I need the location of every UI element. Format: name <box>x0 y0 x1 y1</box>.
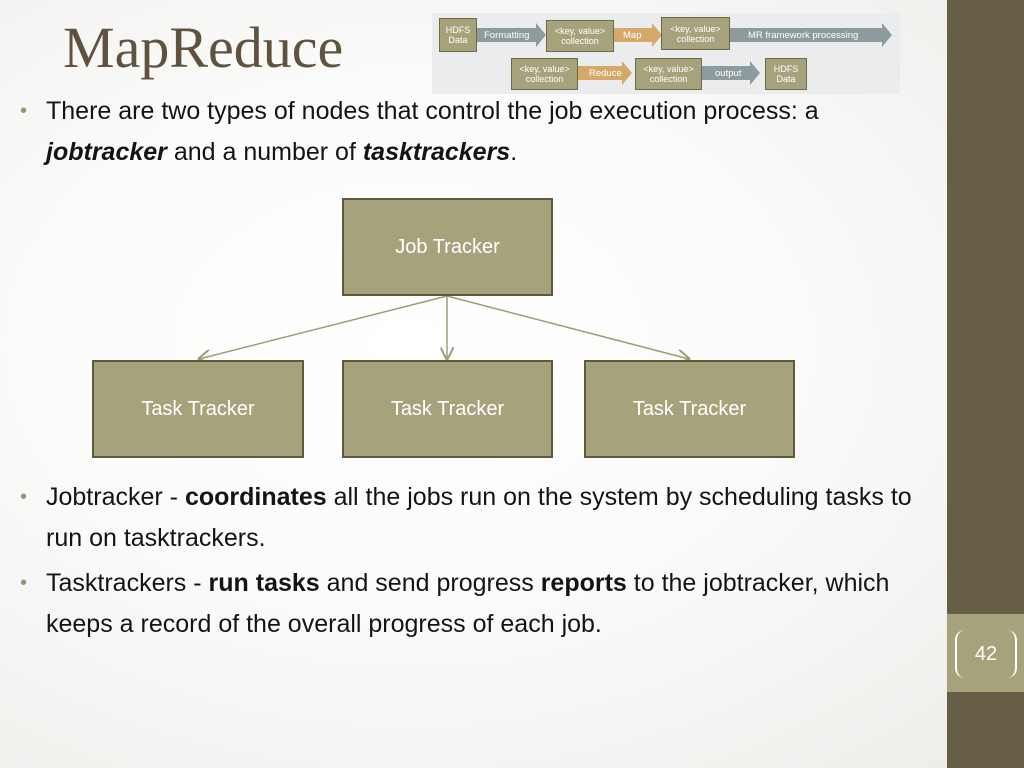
intro-bullet-list: • There are two types of nodes that contr… <box>20 91 900 177</box>
b3-post: to the jobtracker, which keeps a record … <box>46 569 890 638</box>
task-tracker-label-1: Task Tracker <box>141 397 255 420</box>
task-tracker-box-2: Task Tracker <box>342 360 553 458</box>
hdfs-input-label: HDFS Data <box>445 25 471 45</box>
intro-bullet: • There are two types of nodes that contr… <box>20 91 900 173</box>
page-number: 42 <box>955 630 1017 678</box>
hdfs-input-box: HDFS Data <box>439 18 477 52</box>
bullet-dot-icon: • <box>20 486 28 508</box>
b2-bold: coordinates <box>184 483 327 511</box>
task-tracker-label-3: Task Tracker <box>632 397 747 420</box>
slide-title: MapReduce <box>63 15 344 80</box>
b2-pre: Jobtracker - <box>46 483 185 511</box>
tasktrackers-bullet: • Tasktrackers - run tasks and send progr… <box>20 563 925 645</box>
intro-text-2: and a number of <box>166 138 363 166</box>
flow-arrows <box>477 23 892 85</box>
kv-collection-box-2: <key, value> collection <box>661 17 730 50</box>
kv-collection-label-4: <key, value> collection <box>643 64 694 84</box>
output-label: output <box>715 68 742 79</box>
formatting-label: Formatting <box>484 30 530 41</box>
job-tracker-box: Job Tracker <box>342 198 553 296</box>
reduce-arrow <box>578 61 632 85</box>
detail-bullet-list: • Jobtracker - coordinates all the jobs r… <box>20 477 925 649</box>
kv-collection-label-3: <key, value> collection <box>519 64 570 84</box>
mr-processing-label: MR framework processing <box>748 30 859 41</box>
task-tracker-box-1: Task Tracker <box>92 360 304 458</box>
kv-collection-box-3: <key, value> collection <box>511 58 578 90</box>
connector-left <box>199 295 448 359</box>
formatting-arrow <box>477 23 546 47</box>
kv-collection-label-2: <key, value> collection <box>670 23 721 44</box>
b3-bold-2: reports <box>540 569 627 597</box>
kv-collection-label-1: <key, value> collection <box>554 26 606 46</box>
b3-mid: and send progress <box>319 569 541 597</box>
task-tracker-box-3: Task Tracker <box>584 360 795 458</box>
output-arrow <box>702 61 760 85</box>
b3-bold-1: run tasks <box>208 569 320 597</box>
intro-jobtracker: jobtracker <box>46 138 167 166</box>
hdfs-output-label: HDFS Data <box>773 64 799 84</box>
mr-processing-arrow <box>730 23 892 47</box>
hdfs-output-box: HDFS Data <box>765 58 807 90</box>
job-tracker-label: Job Tracker <box>395 235 500 258</box>
intro-tasktrackers: tasktrackers <box>362 138 511 166</box>
bullet-dot-icon: • <box>20 100 28 122</box>
task-tracker-label-2: Task Tracker <box>390 397 505 420</box>
intro-text-3: . <box>510 138 518 166</box>
b3-pre: Tasktrackers - <box>46 569 209 597</box>
page-number-box <box>947 614 1024 692</box>
intro-text-1: There are two types of nodes that contro… <box>46 97 819 125</box>
bullet-dot-icon: • <box>20 572 28 594</box>
map-arrow <box>614 23 662 47</box>
connector-right <box>446 295 689 359</box>
jobtracker-bullet: • Jobtracker - coordinates all the jobs r… <box>20 477 925 559</box>
kv-collection-box-1: <key, value> collection <box>546 20 614 52</box>
kv-collection-box-4: <key, value> collection <box>635 58 702 90</box>
reduce-label: Reduce <box>589 68 622 79</box>
mapreduce-flow-diagram: HDFS Data <key, value> collection <key, … <box>432 13 900 94</box>
map-label: Map <box>623 30 642 41</box>
b2-post: all the jobs run on the system by schedu… <box>46 483 912 552</box>
